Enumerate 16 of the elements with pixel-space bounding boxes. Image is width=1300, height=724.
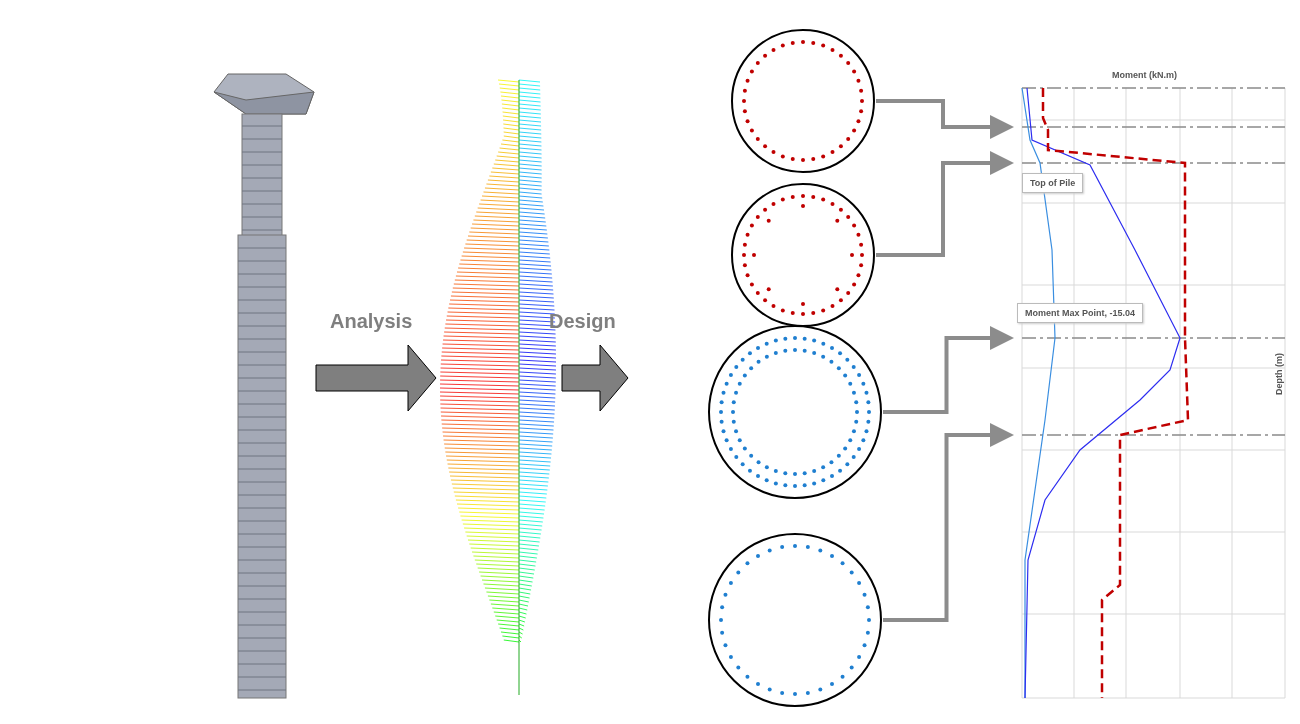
edge-label: Design [549,310,616,333]
block-arrow [561,344,629,412]
axis-title: Moment (kN.m) [1112,70,1177,80]
block-arrow [315,344,437,412]
arrow [883,423,1014,622]
rebar-section-drawing [707,324,883,500]
rebar-section-drawing [730,28,876,174]
edge-label: Analysis [330,310,413,333]
arrow [876,151,1014,257]
axis-title: Depth (m) [1274,353,1284,395]
rebar-section-drawing [730,182,876,328]
rebar-section-drawing [707,532,883,708]
arrow [876,99,1014,139]
callout-box: Top of Pile [1022,173,1084,193]
arrow [883,326,1014,414]
callout-box: Moment Max Point, -15.04 [1017,303,1144,323]
